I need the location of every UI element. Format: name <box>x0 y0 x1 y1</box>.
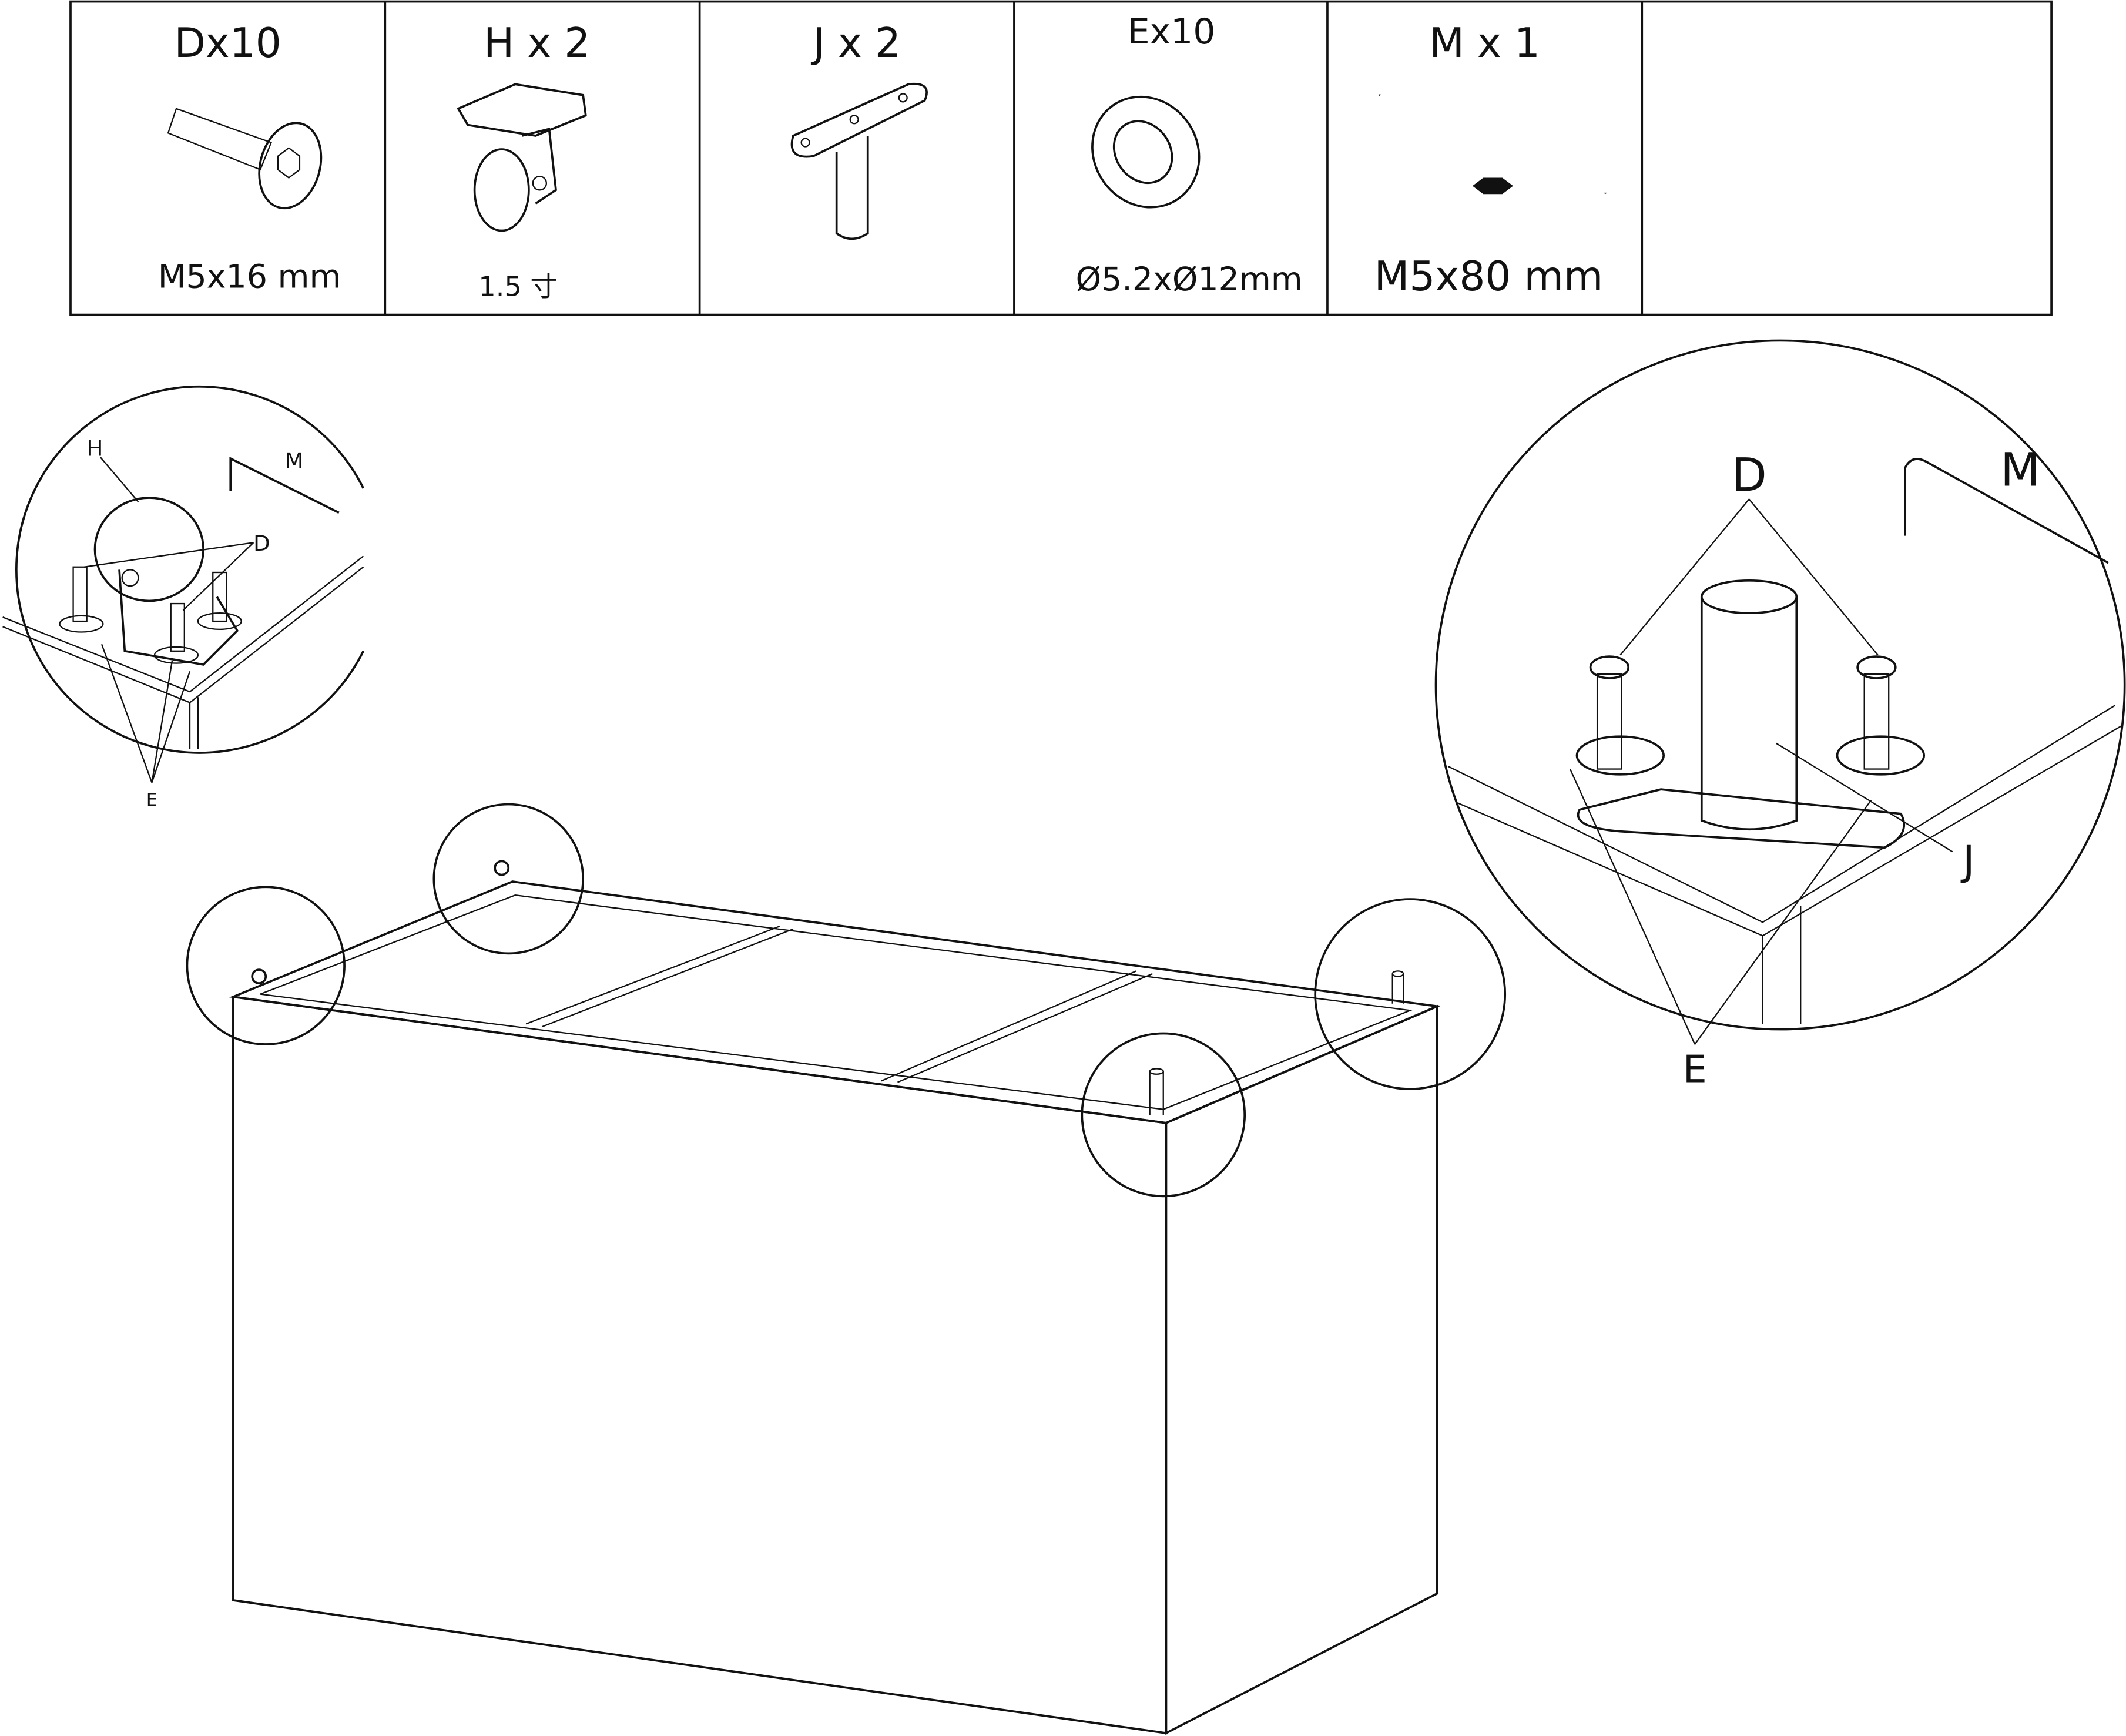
washer-icon <box>1091 95 1201 209</box>
detail-circle-leg <box>1314 898 1507 1090</box>
callout-leg-pin-detail: D M J E <box>1434 339 2126 1092</box>
caster-wheel-icon <box>457 83 587 232</box>
part-spec: M5x80 mm <box>1374 253 1604 300</box>
label-j: J <box>1960 838 1974 885</box>
label-d: D <box>1731 448 1766 502</box>
label-e: E <box>1683 1048 1707 1092</box>
detail-circle-caster <box>186 886 346 1045</box>
part-cell-d: Dx10 M5x16 mm <box>158 20 341 296</box>
washer-icon <box>1575 735 1926 776</box>
leg-pin-plate-icon <box>1577 788 1906 849</box>
part-spec: Ø5.2xØ12mm <box>1075 261 1302 299</box>
part-cell-h: H x 2 1.5 寸 <box>457 20 590 302</box>
washer-icon <box>59 612 242 664</box>
part-count-label: J x 2 <box>811 20 901 67</box>
leg-pin-plate-icon <box>790 82 928 240</box>
part-cell-j: J x 2 <box>790 20 928 240</box>
bolt-icon <box>1589 655 1897 770</box>
bolt-icon <box>167 108 323 210</box>
label-m: M <box>2000 443 2040 497</box>
allen-key-icon <box>1379 93 1608 195</box>
leg-pin-mount-point <box>1149 970 1404 1115</box>
part-count-label: Ex10 <box>1128 11 1216 52</box>
label-d: D <box>253 531 270 556</box>
table-border <box>69 0 2053 316</box>
detail-circle-leg <box>1081 1032 1246 1198</box>
label-h: H <box>87 436 103 461</box>
part-spec: 1.5 寸 <box>478 270 557 302</box>
part-count-label: H x 2 <box>484 20 590 67</box>
leg-pin-icon <box>1700 579 1798 830</box>
callout-caster-detail: H M D E <box>2 386 365 810</box>
front-panel <box>232 996 1168 1735</box>
top-frame <box>229 880 1441 1124</box>
allen-key-icon <box>1904 458 2109 564</box>
label-m: M <box>285 448 304 473</box>
part-cell-m: M x 1 M5x80 mm <box>1374 20 1608 300</box>
part-count-label: M x 1 <box>1429 20 1540 67</box>
bolt-icon <box>72 566 227 652</box>
part-spec: M5x16 mm <box>158 258 341 296</box>
caster-mount-point <box>251 860 510 984</box>
wicker-storage-box <box>186 803 1507 1735</box>
allen-key-icon <box>229 457 340 514</box>
parts-table: Dx10 M5x16 mm H x 2 1.5 寸 J x 2 <box>69 0 2053 316</box>
side-panel <box>1165 1004 1438 1735</box>
caster-wheel-icon <box>93 497 239 666</box>
part-cell-e: Ex10 Ø5.2xØ12mm <box>1075 11 1302 299</box>
detail-circle-caster <box>432 803 585 955</box>
part-count-label: Dx10 <box>174 20 281 67</box>
label-e: E <box>146 790 157 810</box>
